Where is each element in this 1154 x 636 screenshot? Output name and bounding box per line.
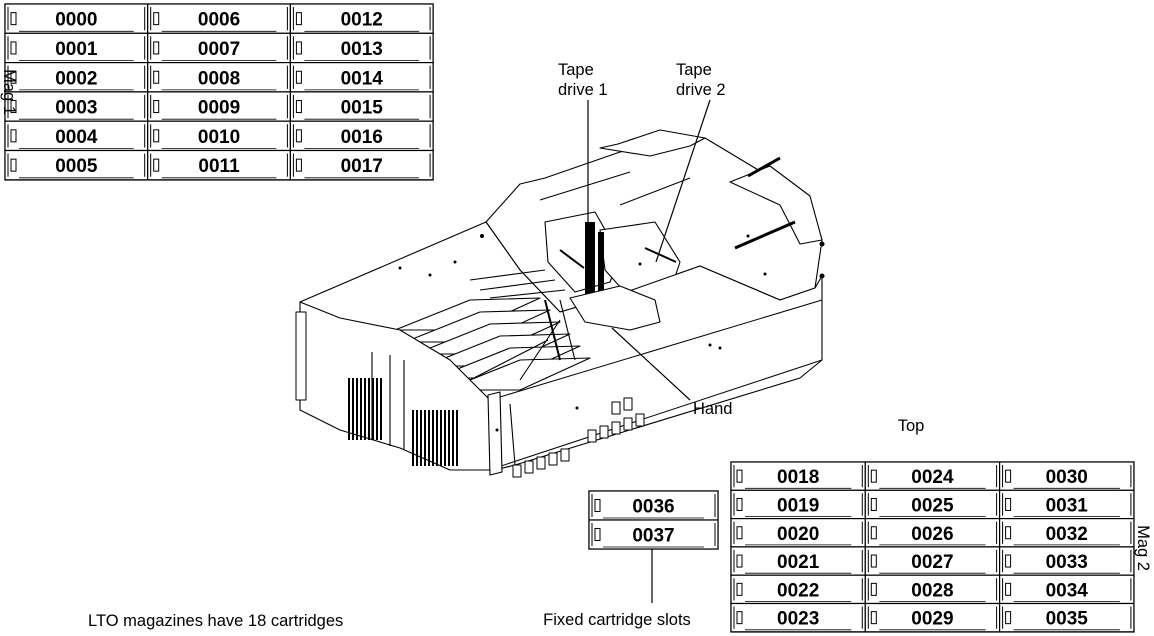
slot-number: 0000	[55, 10, 97, 31]
cartridge-slot: 0005	[4, 149, 149, 181]
slot-number: 0006	[198, 10, 240, 31]
slot-number: 0035	[1046, 609, 1089, 630]
slot-number: 0011	[198, 156, 240, 177]
cartridge-slot: 0009	[147, 91, 291, 122]
cartridge-slot: 0025	[864, 489, 1001, 520]
cartridge-slot: 0001	[4, 32, 149, 64]
slot-number: 0009	[198, 98, 240, 119]
tape-drive-2-label-line1: Tape	[676, 61, 712, 79]
cartridge-slot: 0032	[998, 517, 1135, 548]
slot-number: 0015	[341, 98, 384, 119]
slot-number: 0025	[911, 495, 954, 516]
cartridge-slot: 0037	[588, 519, 719, 550]
tape-library-chassis	[295, 129, 825, 478]
cartridge-slot: 0000	[4, 3, 149, 34]
slot-number: 0002	[55, 68, 97, 89]
slot-number: 0029	[911, 609, 953, 630]
cartridge-slot: 0022	[730, 574, 866, 605]
magazine-2-label: Mag 2	[1134, 525, 1152, 571]
cartridge-slot: 0031	[998, 489, 1135, 520]
slot-number: 0016	[341, 127, 383, 148]
hand-label: Hand	[693, 400, 732, 418]
slot-number: 0007	[198, 39, 240, 60]
fixed-cartridge-slots: 0036 0037 Fixed cartridge slots	[543, 490, 719, 629]
slot-number: 0028	[911, 580, 953, 601]
tape-drive-2-label-line2: drive 2	[676, 81, 726, 99]
cartridge-slot: 0010	[147, 120, 291, 152]
slot-number: 0036	[632, 497, 674, 518]
cartridge-slot: 0006	[147, 3, 291, 34]
magazine-1-label: Mag 1	[0, 69, 18, 115]
cartridge-slot: 0035	[998, 602, 1135, 633]
cartridge-slot: 0030	[998, 461, 1135, 491]
slot-number: 0001	[55, 39, 98, 60]
cartridge-slot: 0014	[289, 61, 434, 93]
cartridge-slot: 0024	[864, 461, 1001, 491]
cartridge-slot: 0027	[864, 546, 1001, 576]
cartridge-slot: 0007	[147, 32, 291, 64]
cartridge-slot: 0019	[730, 489, 866, 520]
cartridge-slot: 0002	[4, 61, 149, 93]
slot-number: 0005	[55, 156, 98, 177]
cartridge-slot: 0020	[730, 517, 866, 548]
cartridge-slot: 0023	[730, 602, 866, 633]
slot-number: 0024	[911, 467, 954, 488]
cartridge-slot: 0015	[289, 91, 434, 122]
cartridge-slot: 0018	[730, 461, 866, 491]
cartridge-slot: 0013	[289, 32, 434, 64]
slot-number: 0027	[911, 552, 953, 573]
slot-number: 0026	[911, 524, 953, 545]
slot-number: 0012	[341, 10, 383, 31]
cartridge-slot: 0034	[998, 574, 1135, 605]
magazine-1: 0000 0001 0002 0003 0004 0005 0006 0007 0008 0009…	[0, 3, 434, 181]
callouts: Tape drive 1 Tape drive 2 Hand	[558, 61, 732, 418]
slot-number: 0030	[1046, 467, 1088, 488]
slot-number: 0037	[632, 526, 674, 547]
cartridge-slot: 0026	[864, 517, 1001, 548]
fixed-slots-label: Fixed cartridge slots	[543, 611, 691, 629]
slot-number: 0014	[341, 68, 384, 89]
cartridge-slot: 0017	[289, 149, 434, 181]
slot-number: 0032	[1046, 524, 1088, 545]
cartridge-slot: 0016	[289, 120, 434, 152]
slot-number: 0010	[198, 127, 240, 148]
slot-number: 0021	[777, 552, 820, 573]
slot-number: 0031	[1046, 495, 1089, 516]
slot-number: 0018	[777, 467, 819, 488]
tape-drive-1-label-line1: Tape	[558, 61, 594, 79]
cartridge-slot: 0004	[4, 120, 149, 152]
slot-number: 0008	[198, 68, 240, 89]
slot-number: 0023	[777, 609, 819, 630]
slot-number: 0003	[55, 98, 97, 119]
slot-number: 0017	[341, 156, 383, 177]
cartridge-slot: 0003	[4, 91, 149, 122]
slot-number: 0034	[1046, 580, 1089, 601]
slot-number: 0004	[55, 127, 98, 148]
magazine-capacity-note: LTO magazines have 18 cartridges	[88, 612, 343, 630]
slot-number: 0033	[1046, 552, 1088, 573]
cartridge-slot: 0029	[864, 602, 1001, 633]
cartridge-slot: 0036	[588, 490, 719, 521]
slot-number: 0020	[777, 524, 819, 545]
cartridge-slot: 0008	[147, 61, 291, 93]
cartridge-slot: 0012	[289, 3, 434, 34]
cartridge-slot: 0011	[147, 149, 291, 181]
magazine-2-top-label: Top	[898, 417, 925, 435]
slot-number: 0019	[777, 495, 819, 516]
tape-drive-1-label-line2: drive 1	[558, 81, 608, 99]
cartridge-slot: 0021	[730, 546, 866, 576]
slot-number: 0013	[341, 39, 383, 60]
cartridge-slot: 0033	[998, 546, 1135, 576]
magazine-2: 0018 0019 0020 0021 0022 0023 0024 0025 0026 0027…	[730, 417, 1152, 633]
cartridge-slot: 0028	[864, 574, 1001, 605]
slot-number: 0022	[777, 580, 819, 601]
